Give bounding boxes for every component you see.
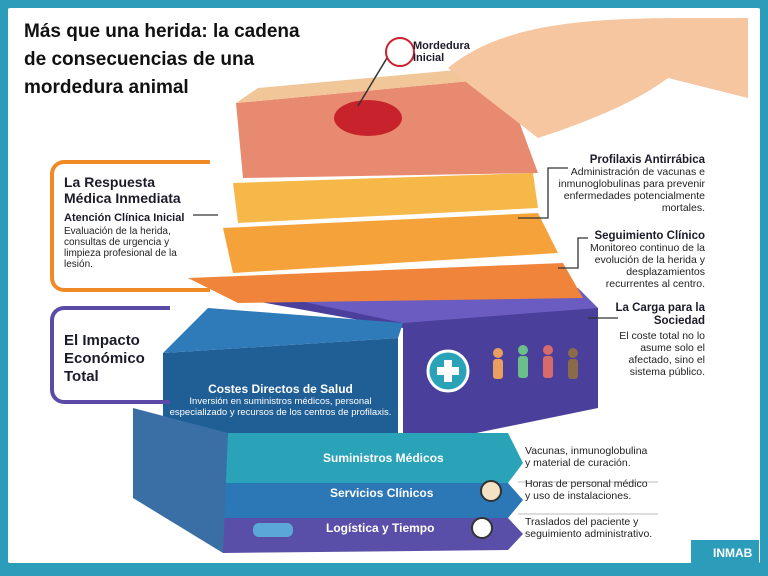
section-text: Inversión en suministros médicos, person…	[169, 396, 392, 418]
direct-costs-block	[163, 338, 398, 448]
clock-icon	[480, 480, 502, 502]
section-heading: Profilaxis Antirrábica	[589, 154, 705, 166]
section-text: Administración de vacunas e inmunoglobul…	[558, 166, 705, 214]
section-heading: La Carga para la Sociedad	[615, 302, 705, 327]
orange-layer-bottom	[188, 263, 583, 303]
section-heading: El Impacto Económico Total	[64, 332, 145, 385]
right-section: Seguimiento Clínico Monitoreo continuo d…	[573, 230, 705, 290]
section-heading: La Respuesta Médica Inmediata	[64, 174, 181, 206]
infographic: Más que una herida: la cadena de consecu…	[8, 8, 760, 563]
band-description: Traslados del paciente y seguimiento adm…	[525, 516, 653, 540]
right-section: Profilaxis Antirrábica Administración de…	[553, 154, 705, 214]
initial-bite-label: Mordedura Inicial	[413, 40, 470, 64]
section-heading: Seguimiento Clínico	[594, 230, 705, 242]
section-text: El coste total no lo asume solo el afect…	[619, 330, 705, 378]
mouth-icon	[385, 37, 415, 67]
band-label: Suministros Médicos	[323, 451, 444, 465]
direct-costs-label: Costes Directos de Salud Inversión en su…	[168, 382, 393, 418]
society-block	[238, 298, 598, 448]
section-text: Monitoreo continuo de la evolución de la…	[590, 242, 705, 290]
band-logistics	[223, 518, 523, 553]
immediate-response-box: La Respuesta Médica Inmediata Atención C…	[50, 160, 210, 292]
car-icon	[253, 523, 293, 537]
logo: INMAB	[691, 540, 759, 563]
band-supplies	[223, 433, 523, 483]
band-description: Horas de personal médico y uso de instal…	[525, 478, 648, 502]
clock-icon	[471, 517, 493, 539]
pyramid-illustration	[133, 18, 748, 553]
hand	[448, 18, 748, 138]
orange-layer-top	[233, 173, 538, 223]
people-icon	[493, 345, 578, 379]
band-label: Servicios Clínicos	[330, 486, 434, 500]
orange-layer-middle	[223, 213, 558, 273]
page-title: Más que una herida: la cadena de consecu…	[24, 21, 300, 98]
section-heading: Costes Directos de Salud	[208, 382, 353, 396]
section-subheading: Atención Clínica Inicial	[64, 212, 185, 224]
band-label: Logística y Tiempo	[326, 521, 435, 535]
wound	[334, 100, 402, 136]
band-services	[223, 483, 523, 520]
right-section: La Carga para la Sociedad El coste total…	[608, 302, 705, 378]
economic-impact-box: El Impacto Económico Total	[50, 306, 170, 404]
band-description: Vacunas, inmunoglobulina y material de c…	[525, 445, 648, 469]
section-text: Evaluación de la herida, consultas de ur…	[64, 226, 177, 270]
